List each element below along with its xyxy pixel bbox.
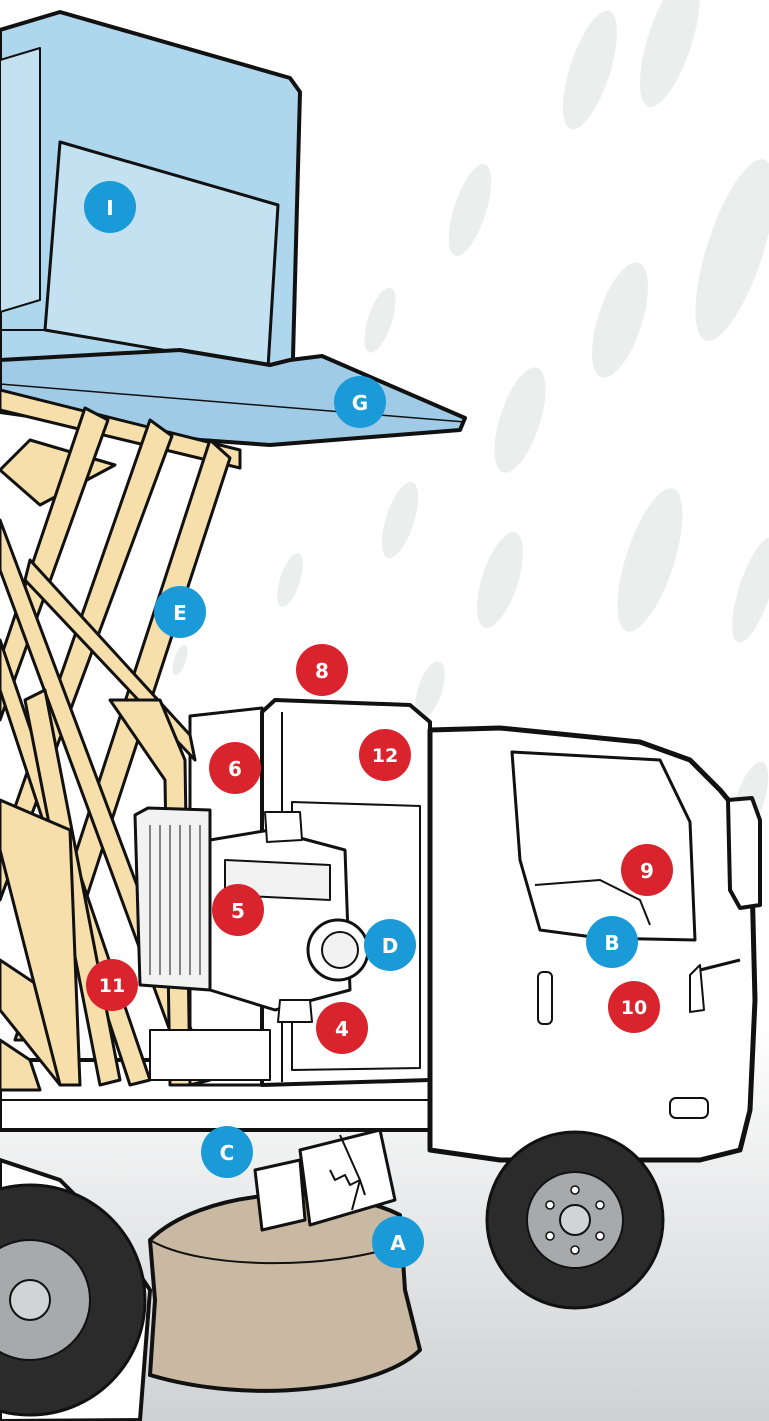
callout-label: 6 <box>228 757 242 781</box>
callout-red-6: 6 <box>209 742 261 794</box>
broom-icon <box>148 1128 422 1393</box>
rain-drop-icon <box>364 287 396 353</box>
callout-label: 11 <box>99 975 125 997</box>
callout-blue-b: B <box>586 916 638 968</box>
callout-label: 5 <box>231 899 245 923</box>
callout-red-12: 12 <box>359 729 411 781</box>
rain-drops <box>172 0 769 839</box>
callout-blue-d: D <box>364 919 416 971</box>
rain-drop-icon <box>592 262 648 378</box>
callout-label: 12 <box>372 745 398 767</box>
rain-drop-icon <box>732 537 769 643</box>
callout-red-5: 5 <box>212 884 264 936</box>
callout-label: A <box>390 1231 406 1255</box>
callout-blue-g: G <box>334 376 386 428</box>
callout-label: E <box>173 601 187 625</box>
callout-circle <box>372 1216 424 1268</box>
rain-drop-icon <box>476 532 524 628</box>
callout-red-8: 8 <box>296 644 348 696</box>
rain-drop-icon <box>639 0 701 107</box>
callout-label: 10 <box>621 997 647 1019</box>
callout-circle <box>586 916 638 968</box>
callout-blue-a: A <box>372 1216 424 1268</box>
rain-drop-icon <box>563 10 617 130</box>
callout-circle <box>359 729 411 781</box>
callout-red-11: 11 <box>86 959 138 1011</box>
rain-drop-icon <box>695 159 769 341</box>
callout-markers: A B C D E G I 4 5 6 8 9 10 11 12 <box>84 181 673 1268</box>
callout-circle <box>154 586 206 638</box>
door-handle <box>537 971 553 1025</box>
rain-drop-icon <box>381 481 419 559</box>
callout-red-10: 10 <box>608 981 660 1033</box>
callout-red-9: 9 <box>621 844 673 896</box>
callout-circle <box>316 1002 368 1054</box>
callout-label: B <box>604 931 619 955</box>
rain-drop-icon <box>415 661 445 719</box>
callout-label: G <box>352 391 368 415</box>
callout-circle <box>209 742 261 794</box>
wheel-icon <box>485 1130 665 1310</box>
callout-circle <box>212 884 264 936</box>
rain-drop-icon <box>448 164 492 256</box>
callout-circle <box>334 376 386 428</box>
callout-blue-i: I <box>84 181 136 233</box>
callout-circle <box>364 919 416 971</box>
callout-circle <box>201 1126 253 1178</box>
callout-label: I <box>106 196 113 220</box>
callout-circle <box>621 844 673 896</box>
side-mirror <box>726 796 762 910</box>
callout-circle <box>296 644 348 696</box>
wheel-icon <box>0 1157 153 1421</box>
callout-red-4: 4 <box>316 1002 368 1054</box>
rain-drop-icon <box>494 367 546 473</box>
callout-label: C <box>220 1141 235 1165</box>
rain-drop-icon <box>172 644 188 676</box>
callout-blue-c: C <box>201 1126 253 1178</box>
callout-label: 9 <box>640 859 654 883</box>
callout-circle <box>84 181 136 233</box>
callout-circle <box>86 959 138 1011</box>
callout-label: D <box>382 934 399 958</box>
callout-circle <box>608 981 660 1033</box>
callout-blue-e: E <box>154 586 206 638</box>
callout-label: 4 <box>335 1017 349 1041</box>
rain-drop-icon <box>277 553 303 607</box>
callout-label: 8 <box>315 659 329 683</box>
rain-drop-icon <box>617 488 683 632</box>
